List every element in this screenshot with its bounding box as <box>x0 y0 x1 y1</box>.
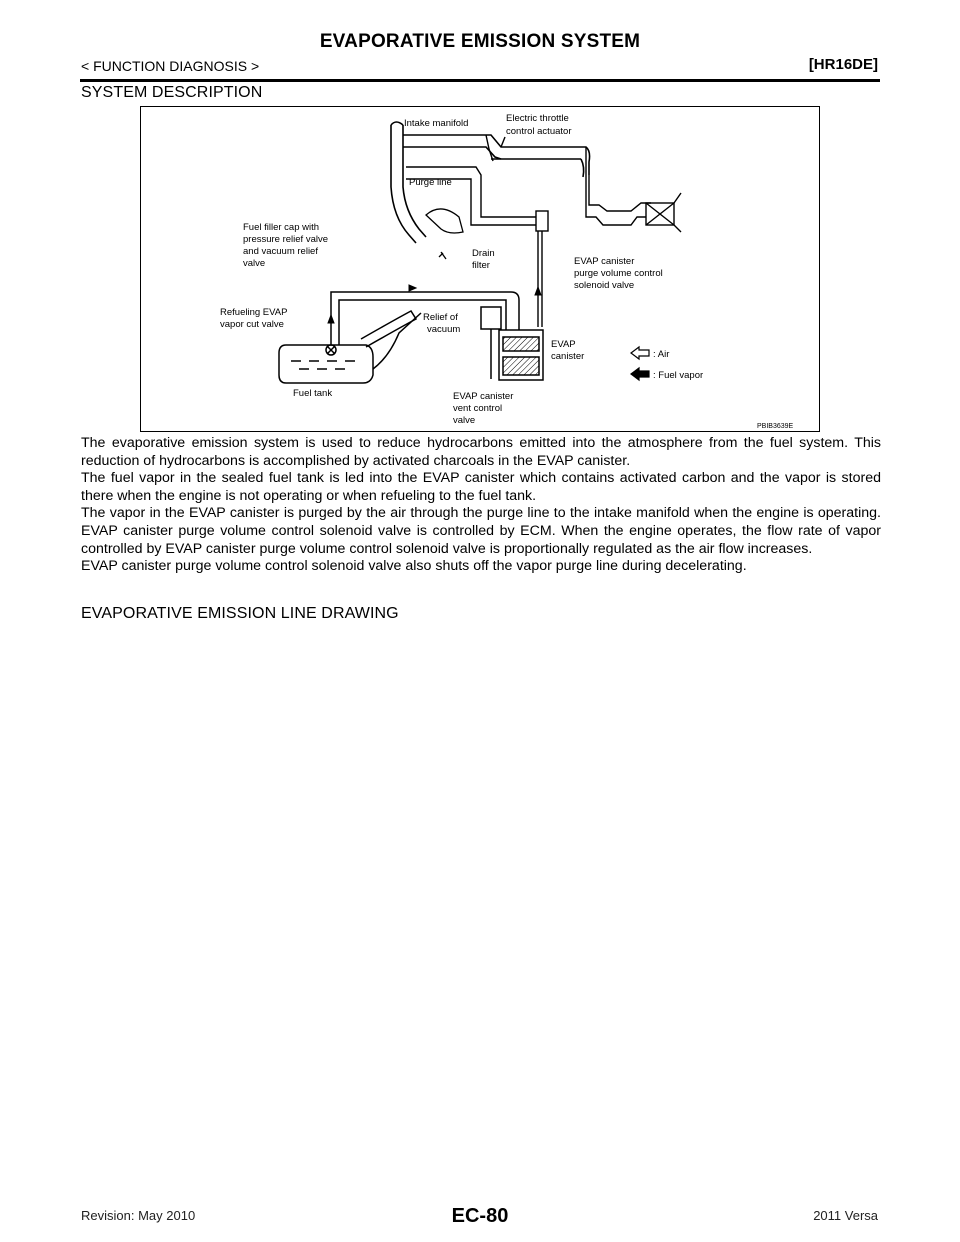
figure-code: PBIB3639E <box>757 423 794 430</box>
page-number: EC-80 <box>451 1205 509 1227</box>
fuel-filler-drawing <box>425 208 464 260</box>
purge-line-drawing <box>406 166 549 327</box>
label-canister-1: EVAP <box>551 339 576 350</box>
paragraph-2: The fuel vapor in the sealed fuel tank i… <box>81 470 881 504</box>
evap-diagram-svg: Intake manifold Electric throttle contro… <box>220 113 794 430</box>
label-refuel-2: vapor cut valve <box>220 319 284 330</box>
label-purge-valve-1: EVAP canister <box>574 256 634 267</box>
evap-canister-drawing <box>480 306 544 381</box>
paragraph-3: The vapor in the EVAP canister is purged… <box>81 505 881 557</box>
label-purge-valve-2: purge volume control <box>574 268 663 279</box>
legend-air-label: : Air <box>653 349 669 360</box>
label-throttle-1: Electric throttle <box>506 113 569 124</box>
label-filler-2: pressure relief valve <box>243 234 328 245</box>
body-text: The evaporative emission system is used … <box>81 435 881 576</box>
label-drain-1: Drain <box>472 248 495 259</box>
section-heading-system-description: SYSTEM DESCRIPTION <box>81 84 263 101</box>
label-filler-4: valve <box>243 258 265 269</box>
label-filler-1: Fuel filler cap with <box>243 222 319 233</box>
page-title: EVAPORATIVE EMISSION SYSTEM <box>319 31 641 52</box>
label-intake-manifold: Intake manifold <box>404 118 468 129</box>
label-filler-3: and vacuum relief <box>243 246 318 257</box>
label-relief-2: vacuum <box>427 324 460 335</box>
engine-model-tag: [HR16DE] <box>808 56 878 73</box>
flow-arrows <box>327 284 542 324</box>
evap-system-diagram: Intake manifold Electric throttle contro… <box>140 106 820 432</box>
label-drain-2: filter <box>472 260 490 271</box>
label-purge-line: Purge line <box>409 177 452 188</box>
header-rule <box>80 79 880 82</box>
label-vent-2: vent control <box>453 403 502 414</box>
paragraph-1: The evaporative emission system is used … <box>81 435 881 469</box>
fuel-tank-drawing <box>278 291 520 384</box>
footer-revision: Revision: May 2010 <box>81 1208 196 1223</box>
label-purge-valve-3: solenoid valve <box>574 280 634 291</box>
section-heading-line-drawing: EVAPORATIVE EMISSION LINE DRAWING <box>81 605 399 622</box>
label-refuel-1: Refueling EVAP <box>220 307 287 318</box>
label-throttle-2: control actuator <box>506 126 571 137</box>
paragraph-4: EVAP canister purge volume control solen… <box>81 558 747 575</box>
footer-model-year: 2011 Versa <box>813 1208 878 1223</box>
label-vent-1: EVAP canister <box>453 391 513 402</box>
label-vent-3: valve <box>453 415 475 426</box>
label-canister-2: canister <box>551 351 584 362</box>
label-relief-1: Relief of <box>423 312 458 323</box>
legend-arrows <box>630 345 650 382</box>
breadcrumb: < FUNCTION DIAGNOSIS > <box>81 58 260 74</box>
label-fuel-tank: Fuel tank <box>293 388 332 399</box>
legend-vapor-label: : Fuel vapor <box>653 370 703 381</box>
throttle-line-drawing <box>485 134 682 233</box>
